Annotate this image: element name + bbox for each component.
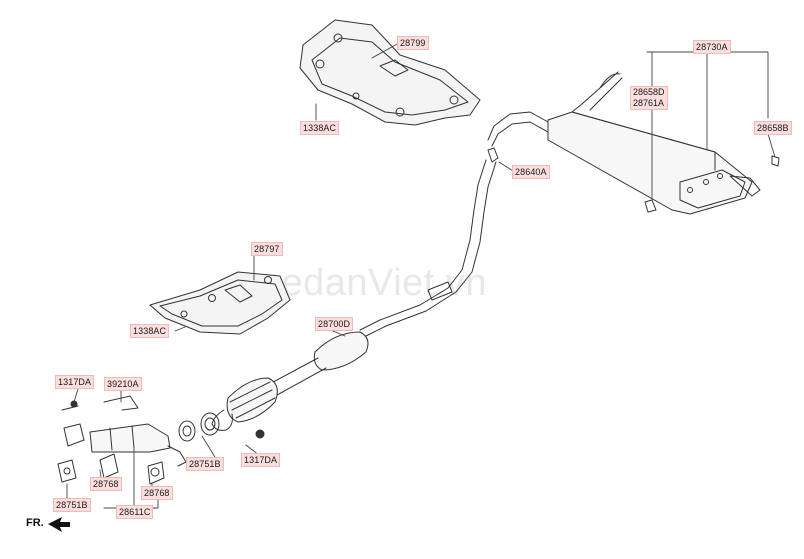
callout-28751b-right: 28751B [186,457,224,471]
callout-1317da-left: 1317DA [55,375,95,389]
leader-lines [66,42,776,511]
heat-shield-upper [299,19,481,126]
callout-39210a: 39210A [104,377,142,391]
callout-1338ac-top: 1338AC [300,121,340,135]
callout-1338ac-mid: 1338AC [130,324,170,338]
callout-28611c: 28611C [116,505,154,519]
callout-1317da-right: 1317DA [241,453,281,467]
callout-28640a: 28640A [512,165,550,179]
callout-28658d: 28658D [633,87,665,97]
callout-28700d: 28700D [315,317,354,331]
callout-28751b-left: 28751B [53,498,91,512]
center-pipe [178,111,549,442]
callout-28797: 28797 [251,242,283,256]
callout-28768-left: 28768 [90,477,122,491]
callout-28799: 28799 [397,36,429,50]
heat-shield-lower [149,271,291,335]
front-arrow-icon [48,517,70,532]
callout-28768-right: 28768 [141,486,173,500]
callout-28658d-28761a: 28658D 28761A [630,86,668,110]
callout-28730a: 28730A [693,40,731,54]
front-pipe [57,395,187,485]
callout-28761a: 28761A [633,98,665,108]
direction-label: FR. [26,517,44,529]
muffler [547,71,780,215]
watermark: sedanViet.vn [262,262,488,304]
callout-28658b: 28658B [754,121,792,135]
